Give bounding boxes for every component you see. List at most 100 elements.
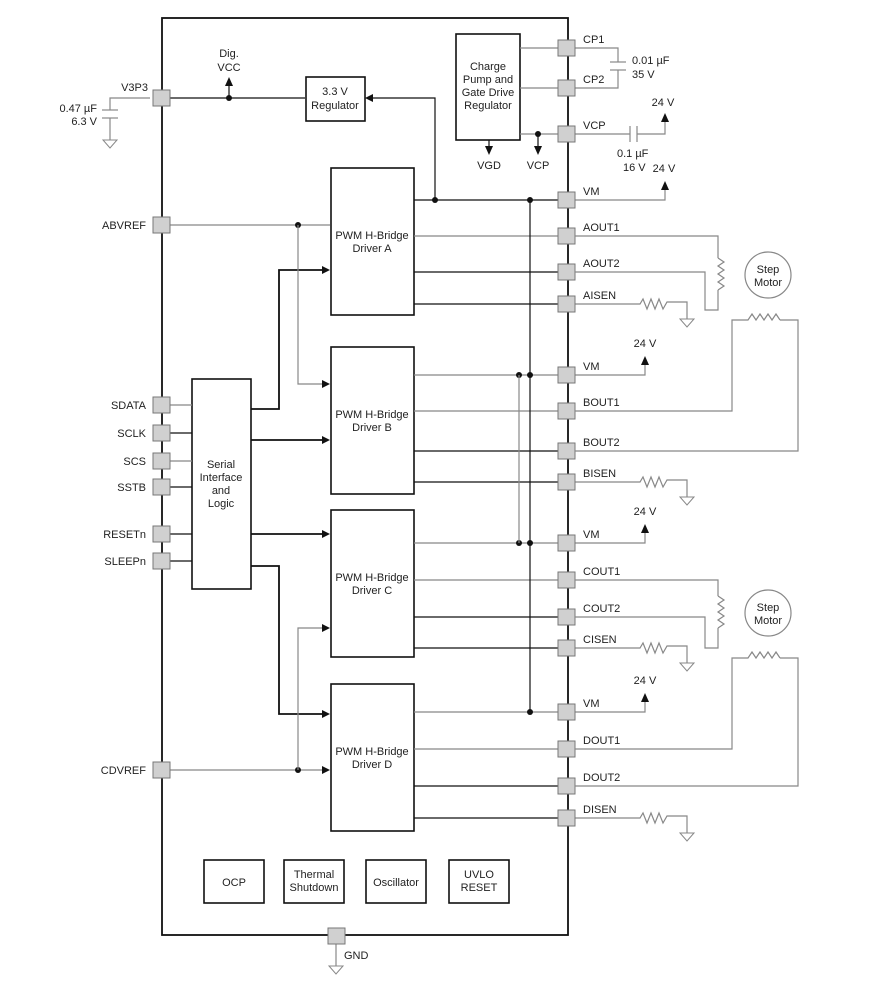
- pin-label: AISEN: [583, 290, 616, 302]
- pin-abvref: ABVREF: [102, 216, 171, 234]
- protection-block: Oscillator: [365, 859, 427, 904]
- pin-resetn: RESETn: [103, 525, 171, 543]
- driver-label-2: Driver A: [352, 243, 392, 255]
- pin-label: CP2: [583, 74, 604, 86]
- pin-cp2: CP2: [557, 74, 604, 97]
- regulator-label-1: 3.3 V: [322, 86, 348, 98]
- charge-pump-block: [455, 33, 521, 141]
- arrow-icon: [322, 266, 330, 274]
- dig-vcc-arrow-icon: [225, 77, 233, 86]
- pin-vm: VM: [557, 698, 600, 721]
- driver-label-2: Driver C: [352, 585, 392, 597]
- protection-block-label: Thermal: [294, 869, 334, 881]
- ground-icon: [679, 318, 695, 328]
- pin-label: BISEN: [583, 468, 616, 480]
- motor-label-2: Motor: [754, 277, 782, 289]
- pin-label: SCLK: [117, 428, 146, 440]
- pin-label: DOUT2: [583, 772, 620, 784]
- serial-interface-block: [191, 378, 252, 590]
- vcp-internal-label: VCP: [527, 160, 550, 172]
- cp-cap-rating: 35 V: [632, 69, 655, 81]
- protection-block-label: Shutdown: [290, 882, 339, 894]
- pin-label: SCS: [123, 456, 146, 468]
- arrow-icon: [322, 624, 330, 632]
- ground-icon: [679, 496, 695, 506]
- pin-dout1: DOUT1: [557, 735, 620, 758]
- driver-label-1: PWM H-Bridge: [335, 572, 408, 584]
- charge-pump-label-1: Charge: [470, 61, 506, 73]
- pin-label: VM: [583, 186, 600, 198]
- regulator-block: [305, 76, 366, 122]
- motor-label-2: Motor: [754, 615, 782, 627]
- vm-supply-label: 24 V: [634, 338, 657, 350]
- pin-label: VM: [583, 529, 600, 541]
- ground-icon: [679, 662, 695, 672]
- v3p3-section: Dig. VCC 3.3 V Regulator 0.47 µF 6.3 V: [59, 48, 436, 200]
- pin-label: VM: [583, 361, 600, 373]
- protection-block-label: Oscillator: [373, 877, 419, 889]
- protection-block-label: RESET: [461, 882, 498, 894]
- regulator-input-arrow-icon: [365, 94, 373, 102]
- pin-sdata: SDATA: [111, 396, 171, 414]
- motor-icon: [744, 251, 792, 299]
- pin-sstb: SSTB: [117, 478, 171, 496]
- pin-vm: VM: [557, 361, 600, 384]
- pin-sclk: SCLK: [117, 424, 171, 442]
- vm-supply-label: 24 V: [634, 675, 657, 687]
- pin-label: VM: [583, 698, 600, 710]
- dig-vcc-label-1: Dig.: [219, 48, 239, 60]
- charge-pump-label-3: Gate Drive: [462, 87, 515, 99]
- pin-label: RESETn: [103, 529, 146, 541]
- pin-vm: VM: [557, 186, 600, 209]
- pin-disen: DISEN: [557, 804, 617, 827]
- driver-label-2: Driver B: [352, 422, 392, 434]
- pin-label: DOUT1: [583, 735, 620, 747]
- protection-block-label: UVLO: [464, 869, 494, 881]
- driver-label-1: PWM H-Bridge: [335, 230, 408, 242]
- motor-icon: [744, 589, 792, 637]
- arrow-icon: [322, 380, 330, 388]
- ground-icon: [328, 965, 344, 975]
- supply-arrow-icon: [661, 181, 669, 190]
- pin-label: CP1: [583, 34, 604, 46]
- supply-arrow-icon: [641, 693, 649, 702]
- vm-supply-label: 24 V: [634, 506, 657, 518]
- pin-cp1: CP1: [557, 34, 604, 57]
- vgd-label: VGD: [477, 160, 501, 172]
- pin-vcp: VCP: [557, 120, 606, 143]
- pin-label: SSTB: [117, 482, 146, 494]
- ground-icon: [102, 139, 118, 149]
- protection-block: OCP: [203, 859, 265, 904]
- cp-cap-value: 0.01 µF: [632, 55, 670, 67]
- protection-block-label: OCP: [222, 877, 246, 889]
- serial-label-1: Serial: [207, 459, 235, 471]
- pin-label: AOUT2: [583, 258, 620, 270]
- pin-label: SLEEPn: [104, 556, 146, 568]
- pin-label: CDVREF: [101, 765, 147, 777]
- arrow-icon: [322, 710, 330, 718]
- serial-label-4: Logic: [208, 498, 235, 510]
- arrow-icon: [322, 530, 330, 538]
- pin-aisen: AISEN: [557, 290, 616, 313]
- pin-label: VCP: [583, 120, 606, 132]
- pin-vm: VM: [557, 529, 600, 552]
- v3p3-cap-value: 0.47 µF: [59, 103, 97, 115]
- pin-label: V3P3: [121, 82, 148, 94]
- driver-label-1: PWM H-Bridge: [335, 746, 408, 758]
- pin-cout2: COUT2: [557, 603, 620, 626]
- driver-label-2: Driver D: [352, 759, 392, 771]
- vcp-supply-label: 24 V: [652, 97, 675, 109]
- pin-cout1: COUT1: [557, 566, 620, 589]
- supply-arrow-icon: [641, 524, 649, 533]
- pin-label: CISEN: [583, 634, 617, 646]
- charge-pump-label-2: Pump and: [463, 74, 513, 86]
- serial-section: Serial Interface and Logic: [170, 222, 330, 774]
